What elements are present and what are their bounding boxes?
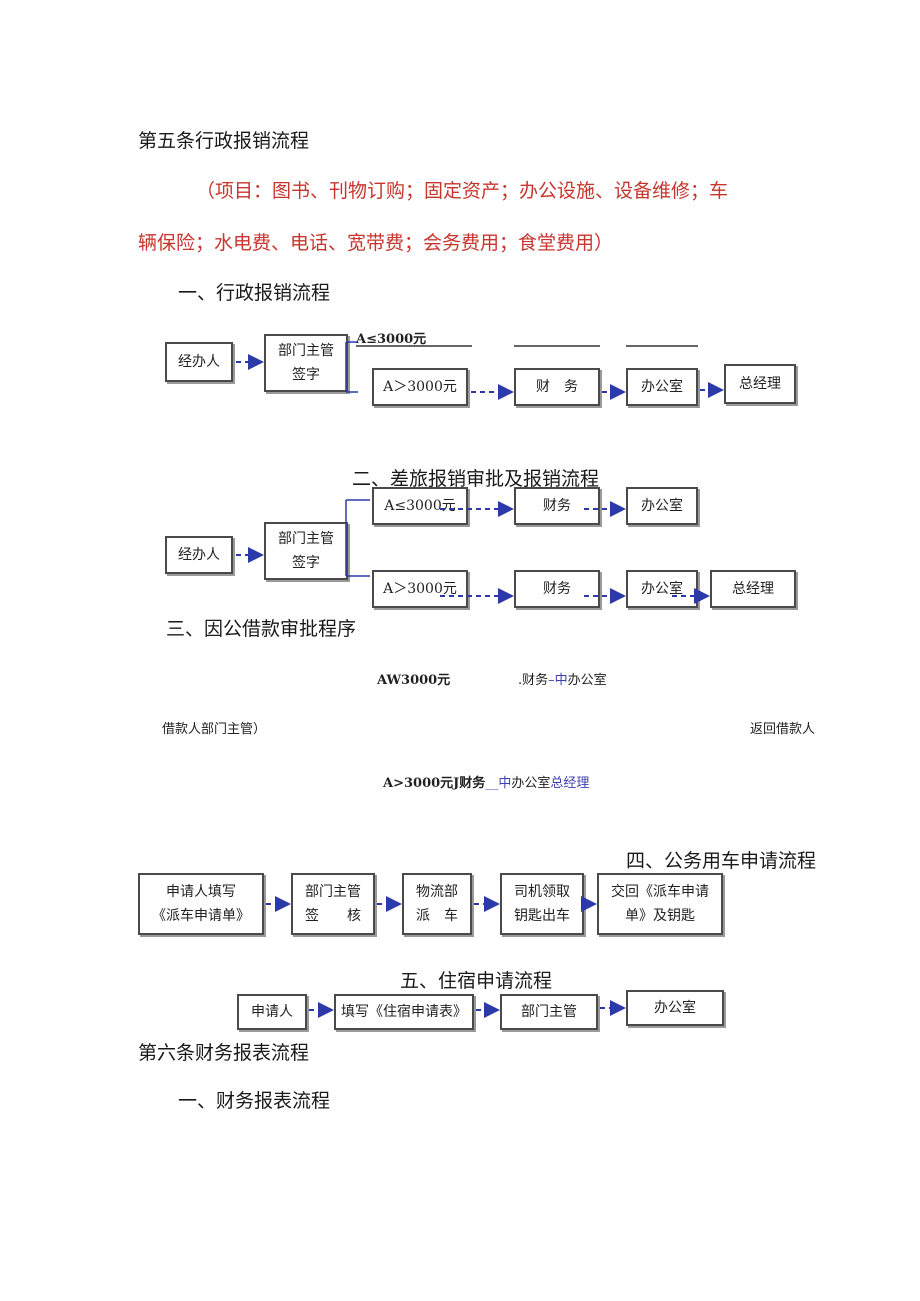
sec5-box-1: 申请人 [237,994,307,1030]
sec1-finance-box: 财 务 [514,368,600,406]
sec2-handler-label: 经办人 [178,547,220,563]
sec1-dept-label-2: 签字 [292,367,320,383]
sec2-office-bottom-label: 办公室 [641,581,683,597]
sec4-box-1-line1: 申请人填写 [166,884,236,900]
sec1-branch-high-box: A＞3000元 [372,368,468,406]
sec1-handler-box: 经办人 [165,342,233,382]
sec2-office-top-label: 办公室 [641,498,683,514]
sec1-dept-box: 部门主管 签字 [264,334,348,392]
sec3-row1-flow: .财务–中办公室 [518,669,607,688]
sec2-dept-label-2: 签字 [292,555,320,571]
sec5-title: 五、住宿申请流程 [400,970,553,992]
sec1-office-box: 办公室 [626,368,698,406]
sec2-gm-box: 总经理 [710,570,796,608]
sec2-finance-bottom-box: 财务 [514,570,600,608]
sec5-box-3: 部门主管 [500,994,598,1030]
sec3-row2-left: 借款人部门主管） [162,722,267,737]
sec5-box-4-label: 办公室 [654,1000,696,1016]
sec1-finance-label: 财 务 [536,379,578,395]
sec4-box-3: 物流部 派 车 [402,873,472,935]
article6-sec1-title: 一、财务报表流程 [178,1090,331,1112]
sec4-box-2: 部门主管 签 核 [291,873,375,935]
sec3-row3-b: __中 [485,776,512,791]
sec1-branch-high-label: A＞3000元 [383,379,457,395]
sec3-row1-flow-b: –中 [548,673,568,688]
sec4-box-5-line2: 单》及钥匙 [625,908,695,924]
sec4-box-5-line1: 交回《派车申请 [611,884,709,900]
sec1-gm-box: 总经理 [724,364,796,404]
sec5-box-2-label: 填写《住宿申请表》 [341,1004,467,1020]
sec3-row3: A>3000元J财务__中办公室总经理 [383,772,589,791]
sec2-dept-box: 部门主管 签字 [264,522,348,580]
sec2-finance-bottom-label: 财务 [543,581,571,597]
sec3-row1-flow-a: .财务 [518,673,549,688]
sec2-handler-box: 经办人 [165,536,233,574]
sec1-title: 一、行政报销流程 [178,282,331,304]
sec3-row3-c: 办公室 [511,776,551,791]
sec1-dept-label-1: 部门主管 [278,343,334,359]
sec4-box-3-line1: 物流部 [416,884,458,900]
article5-items-line1: （项目：图书、刊物订购；固定资产；办公设施、设备维修；车 [196,180,729,202]
sec1-gm-label: 总经理 [739,376,781,392]
sec5-box-2: 填写《住宿申请表》 [334,994,474,1030]
sec4-box-1-line2: 《派车申请单》 [152,908,250,924]
sec2-gm-label: 总经理 [732,581,774,597]
sec4-box-2-line1: 部门主管 [305,884,361,900]
sec4-box-4-line1: 司机领取 [514,884,570,900]
article5-title: 第五条行政报销流程 [138,130,310,152]
sec1-office-label: 办公室 [641,379,683,395]
sec5-box-4: 办公室 [626,990,724,1026]
sec2-branch-low-box: A≤3000元 [372,487,468,525]
sec2-title: 二、差旅报销审批及报销流程 [352,468,600,490]
sec5-box-3-label: 部门主管 [521,1004,577,1020]
sec1-handler-label: 经办人 [178,354,220,370]
sec5-box-1-label: 申请人 [251,1004,293,1020]
sec3-row3-a: A>3000元J财务 [383,776,486,791]
sec4-box-5: 交回《派车申请 单》及钥匙 [597,873,723,935]
sec4-box-4-line2: 钥匙出车 [514,908,570,924]
sec4-box-3-line2: 派 车 [416,908,458,924]
sec4-box-1: 申请人填写 《派车申请单》 [138,873,264,935]
article6-title: 第六条财务报表流程 [138,1042,310,1064]
sec3-row1-amount: AW3000元 [377,673,451,688]
sec2-office-top-box: 办公室 [626,487,698,525]
sec4-box-4: 司机领取 钥匙出车 [500,873,584,935]
sec1-branch-low-label: A≤3000元 [356,332,427,347]
sec2-dept-label-1: 部门主管 [278,531,334,547]
sec2-branch-high-label: A＞3000元 [383,581,457,597]
sec2-finance-top-box: 财务 [514,487,600,525]
sec4-title: 四、公务用车申请流程 [626,850,817,872]
article5-items-line2: 辆保险；水电费、电话、宽带费；会务费用；食堂费用） [138,232,614,254]
sec3-row2-right: 返回借款人 [750,722,816,737]
sec3-row1-flow-c: 办公室 [567,673,607,688]
sec2-branch-high-box: A＞3000元 [372,570,468,608]
sec4-box-2-line2: 签 核 [305,908,361,924]
sec2-finance-top-label: 财务 [543,498,571,514]
sec3-title: 三、因公借款审批程序 [166,618,357,640]
sec2-branch-low-label: A≤3000元 [384,498,456,514]
sec3-row3-d: 总经理 [550,776,590,791]
